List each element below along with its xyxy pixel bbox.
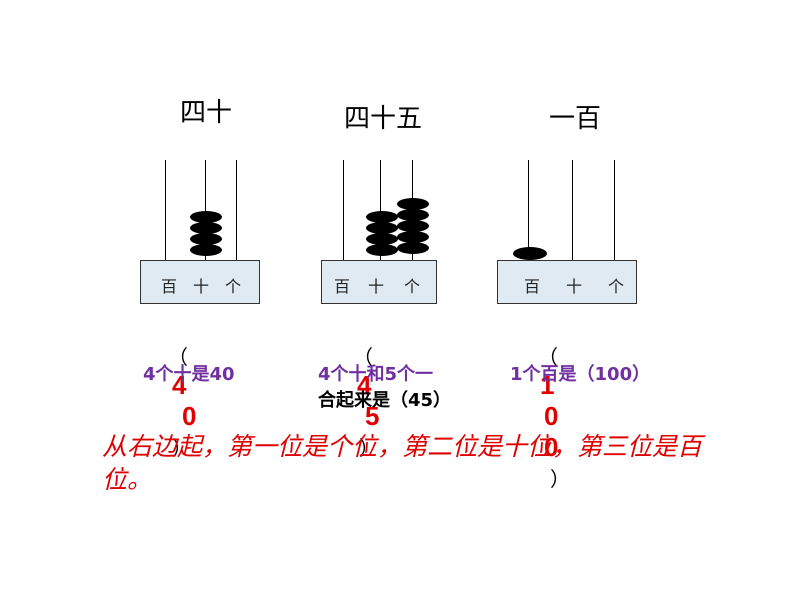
answer-digit: 4 [356, 370, 372, 400]
answer: （ 1 0 0 ） [510, 316, 570, 517]
bead [190, 244, 222, 256]
paren-close: ） [171, 436, 192, 460]
bead [190, 233, 222, 245]
place-label-tens: 十 [193, 277, 210, 296]
rod-hundreds [343, 160, 344, 260]
rod-hundreds [528, 160, 529, 260]
bead [397, 198, 429, 210]
bead [397, 231, 429, 243]
bead [366, 244, 398, 256]
bead [190, 222, 222, 234]
panel-title: 四十五 [344, 104, 423, 134]
note-line: 1个百是（100） [510, 364, 651, 385]
note: 1个百是（100） [510, 362, 650, 388]
answer: （ 4 5 ） [325, 316, 379, 486]
bead [190, 211, 222, 223]
note: 4个十是40 [143, 362, 235, 388]
note-line: 4个十和5个一 [318, 364, 434, 385]
abacus-frame: 百 十 个 [497, 260, 637, 304]
rod-tens [380, 160, 381, 260]
paren-open: （ [167, 345, 188, 369]
answer-digit: 1 [539, 370, 555, 400]
rod-hundreds [165, 160, 166, 260]
paren-open: （ [352, 345, 373, 369]
place-label-ones: 个 [225, 277, 242, 296]
bead [397, 220, 429, 232]
bead [513, 247, 547, 260]
bead [366, 233, 398, 245]
place-label-hundreds: 百 [334, 277, 351, 296]
abacus-frame: 百 十 个 [140, 260, 260, 304]
note-line: 合起来是（45） [318, 390, 452, 411]
abacus-frame: 百 十 个 [321, 260, 437, 304]
answer: （ 4 0 ） [140, 316, 196, 486]
rod-tens [205, 160, 206, 260]
place-label-hundreds: 百 [524, 277, 541, 296]
place-label-ones: 个 [404, 277, 421, 296]
bead [366, 211, 398, 223]
place-value-rule: 从右边起，第一位是个位，第二位是十位，第三位是百位。 [102, 432, 703, 494]
place-label-hundreds: 百 [161, 277, 178, 296]
bead [366, 222, 398, 234]
note: 4个十和5个一 合起来是（45） [318, 362, 451, 414]
bead [397, 242, 429, 254]
place-label-ones: 个 [608, 277, 625, 296]
rod-tens [572, 160, 573, 260]
panel-title: 四十 [180, 98, 233, 128]
paren-open: （ [537, 345, 558, 369]
paren-close: ） [358, 436, 379, 460]
rod-ones [614, 160, 615, 260]
answer-digit: 0 [543, 401, 559, 431]
note-line: 4个十是40 [143, 364, 235, 385]
place-label-tens: 十 [566, 277, 583, 296]
answer-digit: 5 [364, 401, 380, 431]
rod-ones [236, 160, 237, 260]
answer-digit: 0 [543, 432, 559, 462]
panel-title: 一百 [549, 104, 602, 134]
answer-digit: 0 [181, 401, 197, 431]
paren-close: ） [549, 467, 570, 491]
answer-digit: 4 [171, 370, 187, 400]
bead [397, 209, 429, 221]
place-label-tens: 十 [368, 277, 385, 296]
